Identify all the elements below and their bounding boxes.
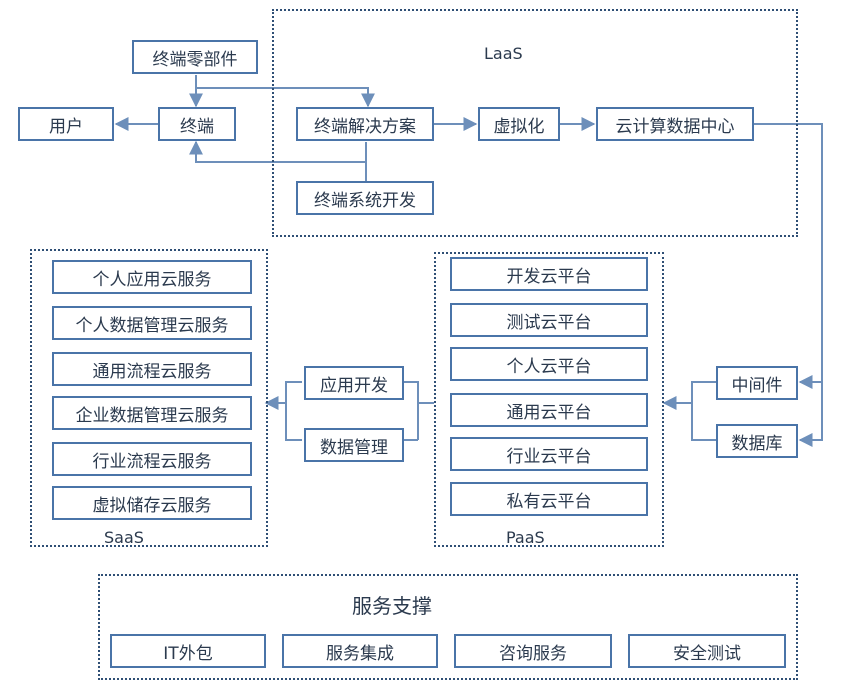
laas-group bbox=[272, 9, 798, 237]
support-item: 安全测试 bbox=[628, 634, 786, 668]
terminal-parts-box: 终端零部件 bbox=[132, 40, 258, 74]
arrow-parts-to-solution bbox=[196, 87, 375, 108]
data-mgmt-box: 数据管理 bbox=[304, 428, 404, 462]
terminal-box: 终端 bbox=[158, 107, 236, 141]
paas-label: PaaS bbox=[506, 528, 545, 547]
terminal-solution-box: 终端解决方案 bbox=[296, 107, 434, 141]
user-box: 用户 bbox=[18, 107, 114, 141]
saas-item: 个人数据管理云服务 bbox=[52, 306, 252, 340]
cloud-datacenter-box: 云计算数据中心 bbox=[596, 107, 754, 141]
saas-item: 行业流程云服务 bbox=[52, 442, 252, 476]
saas-item: 通用流程云服务 bbox=[52, 352, 252, 386]
paas-item: 个人云平台 bbox=[450, 347, 648, 381]
paas-item: 测试云平台 bbox=[450, 303, 648, 337]
saas-item: 个人应用云服务 bbox=[52, 260, 252, 294]
support-item: IT外包 bbox=[110, 634, 266, 668]
arrow-clouddc-to-database bbox=[798, 382, 823, 447]
paas-item: 通用云平台 bbox=[450, 393, 648, 427]
laas-label: LaaS bbox=[484, 44, 523, 63]
saas-label: SaaS bbox=[104, 528, 144, 547]
virtualization-box: 虚拟化 bbox=[478, 107, 560, 141]
support-group bbox=[98, 574, 798, 680]
support-item: 服务集成 bbox=[282, 634, 438, 668]
paas-item: 开发云平台 bbox=[450, 257, 648, 291]
arrow-clouddc-to-middleware bbox=[754, 123, 823, 389]
saas-item: 虚拟储存云服务 bbox=[52, 486, 252, 520]
middleware-box: 中间件 bbox=[716, 366, 798, 400]
arrow-mw-db-to-paas bbox=[691, 381, 716, 441]
terminal-sysdev-box: 终端系统开发 bbox=[296, 181, 434, 215]
database-box: 数据库 bbox=[716, 424, 798, 458]
app-dev-box: 应用开发 bbox=[304, 366, 404, 400]
paas-item: 行业云平台 bbox=[450, 437, 648, 471]
paas-item: 私有云平台 bbox=[450, 482, 648, 516]
arrow-apps-to-saas bbox=[285, 381, 302, 441]
saas-item: 企业数据管理云服务 bbox=[52, 396, 252, 430]
arrow-paas-to-apps bbox=[404, 381, 434, 404]
paas-group bbox=[434, 252, 664, 547]
support-label: 服务支撑 bbox=[352, 594, 432, 618]
saas-group bbox=[30, 249, 268, 547]
support-item: 咨询服务 bbox=[454, 634, 612, 668]
